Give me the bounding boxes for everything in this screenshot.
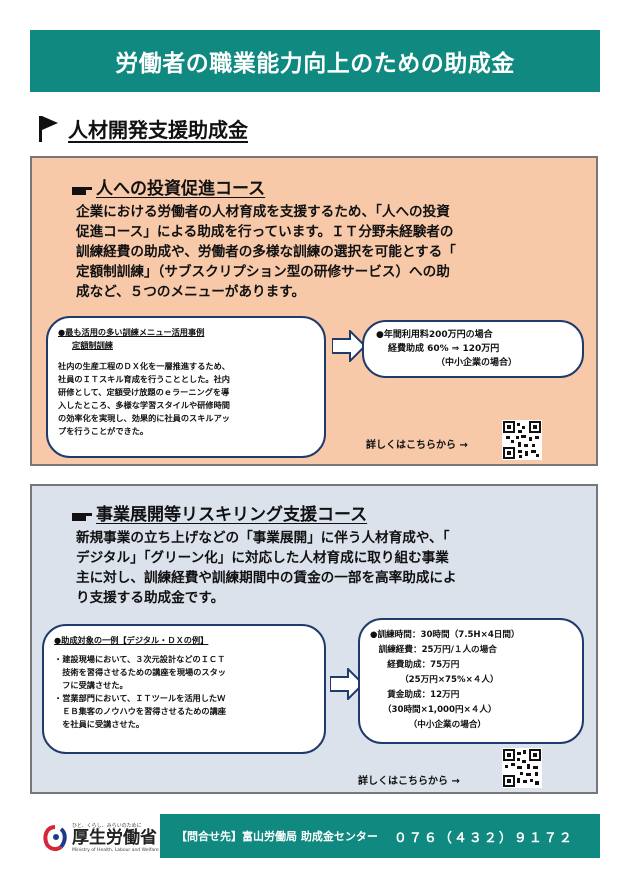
example-subheading: 定額制訓練 bbox=[72, 340, 113, 350]
course1-example-box: ●最も活用の多い訓練メニュー活用事例 定額制訓練 社内の生産工程のＤＸ化を一層推… bbox=[46, 316, 326, 458]
contact-phone[interactable]: ０７６（４３２）９１７２ bbox=[393, 830, 574, 846]
pointing-hand-icon bbox=[72, 181, 92, 195]
logo-name: 厚生労働省 bbox=[72, 828, 157, 848]
course2-description: 新規事業の立ち上げなどの「事業展開」に伴う人材育成や、「 デジタル」「グリーン化… bbox=[76, 530, 457, 606]
section-title: 人材開発支援助成金 bbox=[68, 117, 248, 142]
course1-description: 企業における労働者の人材育成を支援するため、「人への投資 促進コース」による助成… bbox=[76, 204, 456, 300]
course2-title: 事業展開等リスキリング支援コース bbox=[72, 500, 367, 525]
course2-more-link[interactable]: 詳しくはこちらから → bbox=[358, 776, 460, 787]
course1-more-link[interactable]: 詳しくはこちらから → bbox=[366, 440, 468, 451]
pointing-hand-icon bbox=[72, 507, 92, 521]
logo-english: Ministry of Health, Labour and Welfare bbox=[72, 848, 159, 853]
course1-calc-box: ●年間利用料200万円の場合 経費助成 60% ⇒ 120万円 （中小企業の場合… bbox=[362, 320, 584, 378]
contact-label: 【問合せ先】富山労働局 助成金センター bbox=[176, 830, 378, 843]
ministry-emblem-icon bbox=[43, 824, 67, 851]
course1-qr-code[interactable] bbox=[502, 420, 542, 460]
course2-panel: 事業展開等リスキリング支援コース 新規事業の立ち上げなどの「事業展開」に伴う人材… bbox=[30, 484, 598, 794]
contact-bar: 【問合せ先】富山労働局 助成金センター ０７６（４３２）９１７２ bbox=[160, 814, 600, 858]
course1-title: 人への投資促進コース bbox=[72, 174, 265, 199]
right-arrow-icon bbox=[329, 666, 365, 704]
example-heading: ●助成対象の一例【デジタル・ＤＸの例】 bbox=[54, 635, 209, 645]
page-title: 労働者の職業能力向上のための助成金 bbox=[115, 51, 515, 77]
example-heading: ●最も活用の多い訓練メニュー活用事例 bbox=[58, 327, 205, 337]
title-banner: 労働者の職業能力向上のための助成金 bbox=[30, 30, 600, 92]
course1-panel: 人への投資促進コース 企業における労働者の人材育成を支援するため、「人への投資 … bbox=[30, 156, 598, 466]
course2-qr-code[interactable] bbox=[502, 748, 542, 788]
course2-calc-box: ●訓練時間：30時間（7.5H×4日間） 訓練経費：25万円/１人の場合 経費助… bbox=[358, 618, 584, 744]
right-arrow-icon bbox=[331, 328, 367, 366]
logo-tagline: ひと、くらし、みらいのために bbox=[72, 823, 142, 829]
section-heading: 人材開発支援助成金 bbox=[36, 113, 248, 143]
course2-example-box: ●助成対象の一例【デジタル・ＤＸの例】 ・建設現場において、３次元設計などのＩＣ… bbox=[42, 624, 326, 754]
ministry-logo: ひと、くらし、みらいのために 厚生労働省 Ministry of Health,… bbox=[42, 822, 159, 853]
flag-icon bbox=[36, 114, 62, 142]
